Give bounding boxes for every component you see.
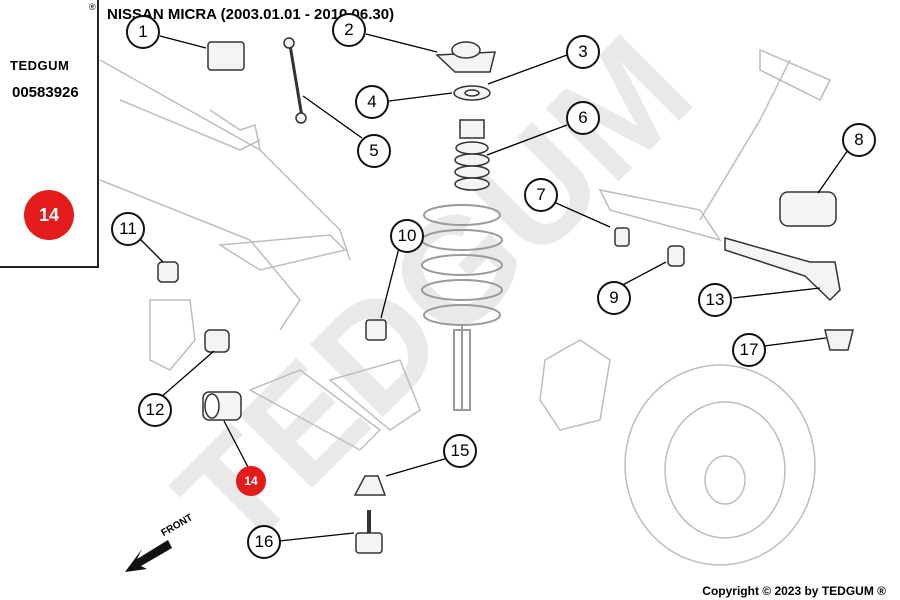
callout-13: 13 xyxy=(698,283,732,317)
copyright-text: Copyright © 2023 by TEDGUM ® xyxy=(702,584,886,598)
registered-mark: ® xyxy=(89,2,96,12)
part-number: 00583926 xyxy=(12,84,79,101)
callout-6: 6 xyxy=(566,101,600,135)
callout-7: 7 xyxy=(524,178,558,212)
callout-2: 2 xyxy=(332,13,366,47)
part-drawings xyxy=(157,37,854,554)
callout-17: 17 xyxy=(732,333,766,367)
callout-16: 16 xyxy=(247,525,281,559)
wheel-drawing xyxy=(624,364,816,566)
callout-14-highlighted: 14 xyxy=(236,466,266,496)
page-title: NISSAN MICRA (2003.01.01 - 2010.06.30) xyxy=(107,6,395,23)
callout-10: 10 xyxy=(390,219,424,253)
callout-5: 5 xyxy=(357,134,391,168)
subframe-lines xyxy=(99,48,832,451)
callout-8: 8 xyxy=(842,123,876,157)
brand-name: TEDGUM xyxy=(10,58,70,73)
callout-12: 12 xyxy=(138,393,172,427)
callout-9: 9 xyxy=(597,281,631,315)
front-arrow-icon xyxy=(125,540,172,572)
callout-1: 1 xyxy=(126,15,160,49)
part-badge: 14 xyxy=(24,190,74,240)
callout-3: 3 xyxy=(566,35,600,69)
callout-15: 15 xyxy=(443,434,477,468)
leader-lines xyxy=(137,33,849,542)
callout-11: 11 xyxy=(111,212,145,246)
watermark-text: TEDGUM xyxy=(144,4,722,582)
callout-4: 4 xyxy=(355,85,389,119)
